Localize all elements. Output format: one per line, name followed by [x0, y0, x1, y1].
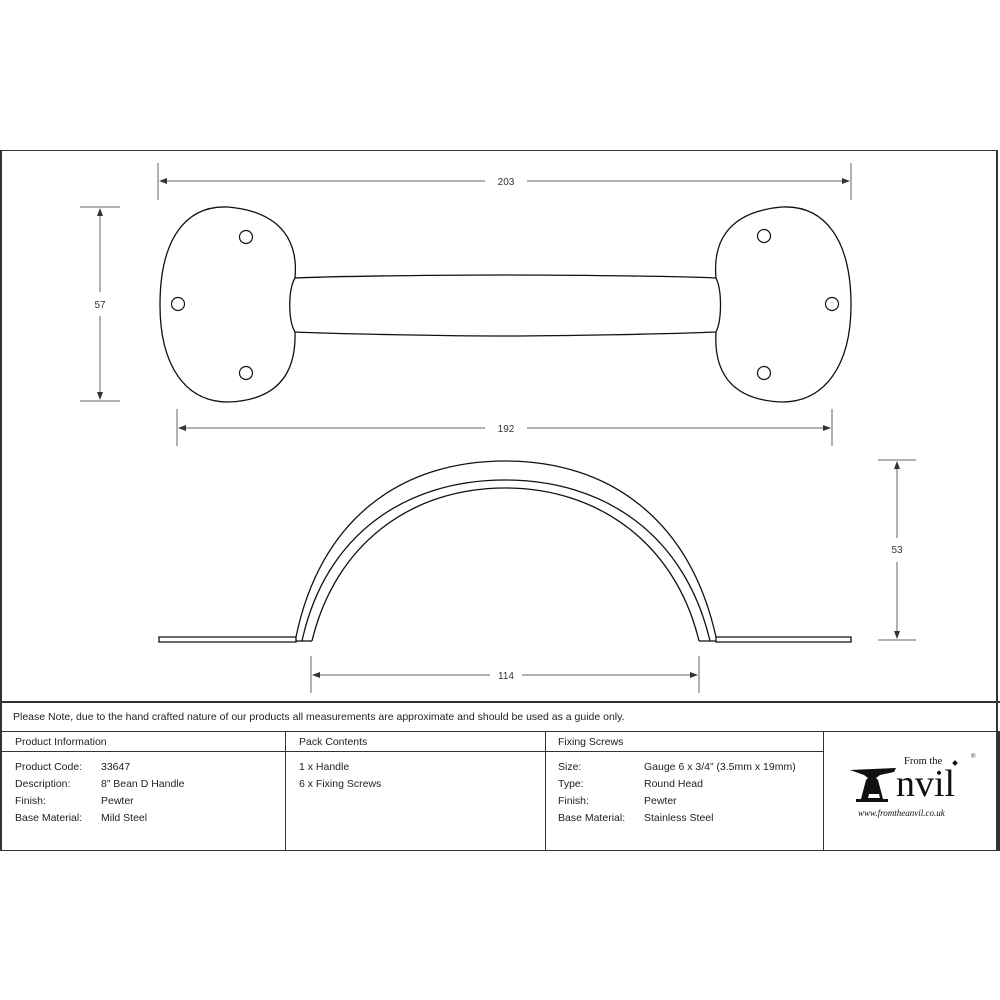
description-value: 8” Bean D Handle: [101, 778, 185, 790]
base-material-value: Mild Steel: [101, 812, 148, 824]
screw-material-value: Stainless Steel: [644, 812, 714, 824]
grip: [289, 274, 722, 337]
dimension-fixing-centres: [176, 409, 833, 446]
product-information-heading: Product Information: [2, 732, 285, 752]
brand-logo: From the nvil ® www.fromtheanvil.co.uk: [823, 731, 1000, 851]
hole-left-top: [238, 229, 254, 245]
fixing-screws-panel: Fixing Screws Size:Gauge 6 x 3/4” (3.5mm…: [545, 731, 824, 851]
spec-row: Base Material:Mild Steel: [2, 810, 285, 827]
dim-label-114: 114: [498, 671, 514, 682]
approximation-note: Please Note, due to the hand crafted nat…: [0, 701, 1000, 732]
spec-row: Product Code:33647: [2, 759, 285, 776]
hole-right-bottom: [756, 365, 772, 381]
pack-item: 1 x Handle: [299, 761, 350, 773]
dimension-backplate-height: [80, 206, 120, 402]
dimension-grip-span: [310, 656, 700, 693]
fixing-screws-heading: Fixing Screws: [545, 732, 824, 752]
dim-label-203: 203: [498, 177, 515, 188]
hole-right-mid: [824, 296, 840, 312]
spec-row: Finish:Pewter: [2, 793, 285, 810]
pack-contents-heading: Pack Contents: [286, 732, 545, 752]
outer-arc: [295, 460, 717, 638]
spec-row: Type:Round Head: [545, 776, 824, 793]
fixing-holes: [170, 228, 840, 381]
middle-arc: [301, 479, 711, 642]
hole-left-mid: [170, 296, 186, 312]
dim-label-53: 53: [891, 545, 903, 556]
registered-mark: ®: [971, 754, 976, 760]
product-code-value: 33647: [101, 761, 131, 773]
right-foot: [715, 636, 852, 643]
spec-row: Description:8” Bean D Handle: [2, 776, 285, 793]
pack-contents-panel: Pack Contents 1 x Handle 6 x Fixing Scre…: [286, 731, 546, 851]
pack-item: 6 x Fixing Screws: [299, 778, 382, 790]
top-view-handle: [159, 206, 852, 403]
spec-row: Base Material:Stainless Steel: [545, 810, 824, 827]
finish-value: Pewter: [101, 795, 134, 807]
spec-table: Product Information Product Code:33647 D…: [0, 731, 1000, 852]
spec-row: Size:Gauge 6 x 3/4” (3.5mm x 19mm): [545, 759, 824, 776]
side-view-handle: [158, 460, 852, 643]
dim-label-192: 192: [498, 424, 515, 435]
dim-label-57: 57: [94, 300, 106, 311]
dimension-projection: [878, 459, 916, 641]
screw-size-value: Gauge 6 x 3/4” (3.5mm x 19mm): [644, 761, 796, 773]
left-backplate: [159, 206, 297, 403]
screw-finish-value: Pewter: [644, 795, 677, 807]
right-backplate: [714, 206, 852, 403]
logo-wordmark: nvil: [896, 763, 956, 805]
logo-url: www.fromtheanvil.co.uk: [858, 808, 945, 818]
inner-arc: [311, 487, 700, 642]
hole-left-bottom: [238, 365, 254, 381]
spec-row: Finish:Pewter: [545, 793, 824, 810]
left-foot: [158, 636, 297, 643]
drawing-frame: [0, 150, 998, 851]
screw-type-value: Round Head: [644, 778, 703, 790]
hole-right-top: [756, 228, 772, 244]
dimension-overall-length: [157, 163, 852, 200]
logo-from-the: From the: [904, 756, 943, 767]
anvil-icon: [850, 768, 896, 802]
product-information-panel: Product Information Product Code:33647 D…: [0, 731, 286, 851]
